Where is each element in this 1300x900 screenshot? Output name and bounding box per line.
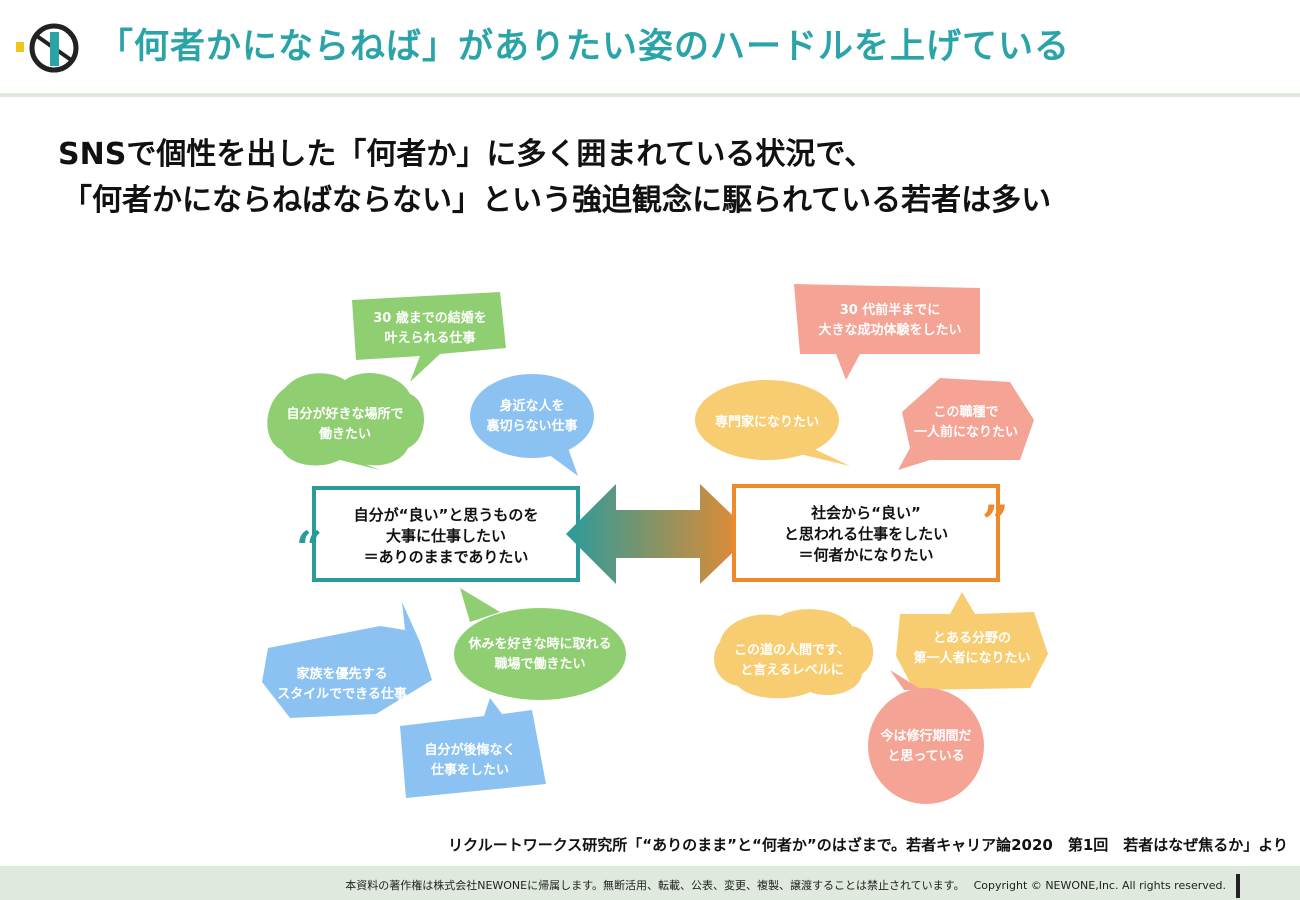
bubble-leader-in-field: とある分野の 第一人者になりたい (896, 592, 1048, 690)
svg-text:＝ありのままでありたい: ＝ありのままでありたい (364, 548, 529, 566)
bubble-person-of-this-path: この道の人間です、 と言えるレベルに (714, 609, 874, 699)
svg-text:と思っている: と思っている (887, 749, 964, 764)
bubble-full-fledged-in-job: この職種で 一人前になりたい (898, 378, 1034, 470)
svg-text:この道の人間です、: この道の人間です、 (734, 642, 850, 658)
svg-text:”: ” (982, 495, 1008, 549)
svg-text:職場で働きたい: 職場で働きたい (494, 656, 585, 672)
svg-text:家族を優先する: 家族を優先する (296, 666, 387, 682)
svg-text:＝何者かになりたい: ＝何者かになりたい (798, 546, 933, 564)
lead-line-2: 「何者かにならねばならない」という強迫観念に駆られている若者は多い (62, 183, 1052, 218)
bubble-take-holidays-freely: 休みを好きな時に取れる 職場で働きたい (454, 588, 626, 700)
svg-text:大事に仕事したい: 大事に仕事したい (386, 527, 506, 545)
svg-text:自分が“良い”と思うものを: 自分が“良い”と思うものを (354, 506, 539, 524)
svg-text:30 代前半までに: 30 代前半までに (840, 302, 941, 318)
svg-text:社会から“良い”: 社会から“良い” (810, 504, 921, 522)
footer: 本資料の著作権は株式会社NEWONEに帰属します。無断活用、転載、公表、変更、複… (0, 866, 1300, 900)
bubble-become-expert: 専門家になりたい (695, 380, 850, 466)
box-be-as-i-am: “ 自分が“良い”と思うものを 大事に仕事したい ＝ありのままでありたい (296, 486, 580, 582)
bubble-work-where-i-like: 自分が好きな場所で 働きたい (267, 372, 425, 470)
svg-text:とある分野の: とある分野の (933, 630, 1011, 646)
bubble-family-first: 家族を優先する スタイルでできる仕事 (262, 602, 432, 718)
box-be-someone: ” 社会から“良い” と思われる仕事をしたい ＝何者かになりたい (732, 484, 1008, 582)
header-divider (0, 93, 1300, 97)
svg-text:仕事をしたい: 仕事をしたい (430, 762, 509, 778)
bubble-marriage-by-30: 30 歳までの結婚を 叶えられる仕事 (352, 292, 506, 382)
newone-logo-icon (16, 23, 79, 73)
svg-text:30 歳までの結婚を: 30 歳までの結婚を (373, 310, 487, 326)
svg-text:専門家になりたい: 専門家になりたい (715, 414, 819, 430)
source-citation: リクルートワークス研究所「“ありのまま”と“何者か”のはざまで。若者キャリア論2… (448, 836, 1288, 854)
svg-text:叶えられる仕事: 叶えられる仕事 (384, 330, 475, 346)
svg-text:“: “ (296, 521, 322, 575)
svg-text:自分が好きな場所で: 自分が好きな場所で (286, 406, 403, 422)
lead-text: SNSで個性を出した「何者か」に多く囲まれている状況で、 「何者かにならねばなら… (58, 132, 1051, 224)
svg-text:一人前になりたい: 一人前になりたい (914, 424, 1018, 440)
bubble-work-without-regret: 自分が後悔なく 仕事をしたい (400, 698, 546, 798)
svg-text:働きたい: 働きたい (318, 426, 371, 442)
svg-text:自分が後悔なく: 自分が後悔なく (424, 742, 515, 758)
lead-line-1: SNSで個性を出した「何者か」に多く囲まれている状況で、 (58, 137, 875, 172)
svg-text:大きな成功体験をしたい: 大きな成功体験をしたい (818, 322, 961, 338)
svg-text:裏切らない仕事: 裏切らない仕事 (485, 418, 577, 434)
svg-text:今は修行期間だ: 今は修行期間だ (879, 728, 971, 744)
slide-title: 「何者かにならねば」がありたい姿のハードルを上げている (98, 27, 1071, 67)
svg-text:と言えるレベルに: と言えるレベルに (740, 662, 844, 678)
footer-marker (1236, 874, 1240, 898)
copyright-notice: 本資料の著作権は株式会社NEWONEに帰属します。無断活用、転載、公表、変更、複… (345, 879, 1226, 892)
svg-text:この職種で: この職種で (933, 404, 998, 420)
bubble-success-by-early-30s: 30 代前半までに 大きな成功体験をしたい (794, 284, 980, 380)
slide-header: 「何者かにならねば」がありたい姿のハードルを上げている (0, 0, 1300, 95)
bubble-training-period: 今は修行期間だ と思っている (868, 670, 984, 804)
double-arrow (566, 484, 752, 584)
svg-text:第一人者になりたい: 第一人者になりたい (913, 650, 1030, 666)
svg-text:スタイルでできる仕事: スタイルでできる仕事 (277, 686, 407, 702)
svg-text:身近な人を: 身近な人を (499, 398, 564, 414)
bubble-not-betray-close-people: 身近な人を 裏切らない仕事 (470, 374, 594, 476)
svg-text:と思われる仕事をしたい: と思われる仕事をしたい (784, 525, 948, 543)
career-diagram: 30 歳までの結婚を 叶えられる仕事 自分が好きな場所で 働きたい 身近な人を … (262, 284, 1048, 804)
svg-text:休みを好きな時に取れる: 休みを好きな時に取れる (467, 636, 611, 652)
